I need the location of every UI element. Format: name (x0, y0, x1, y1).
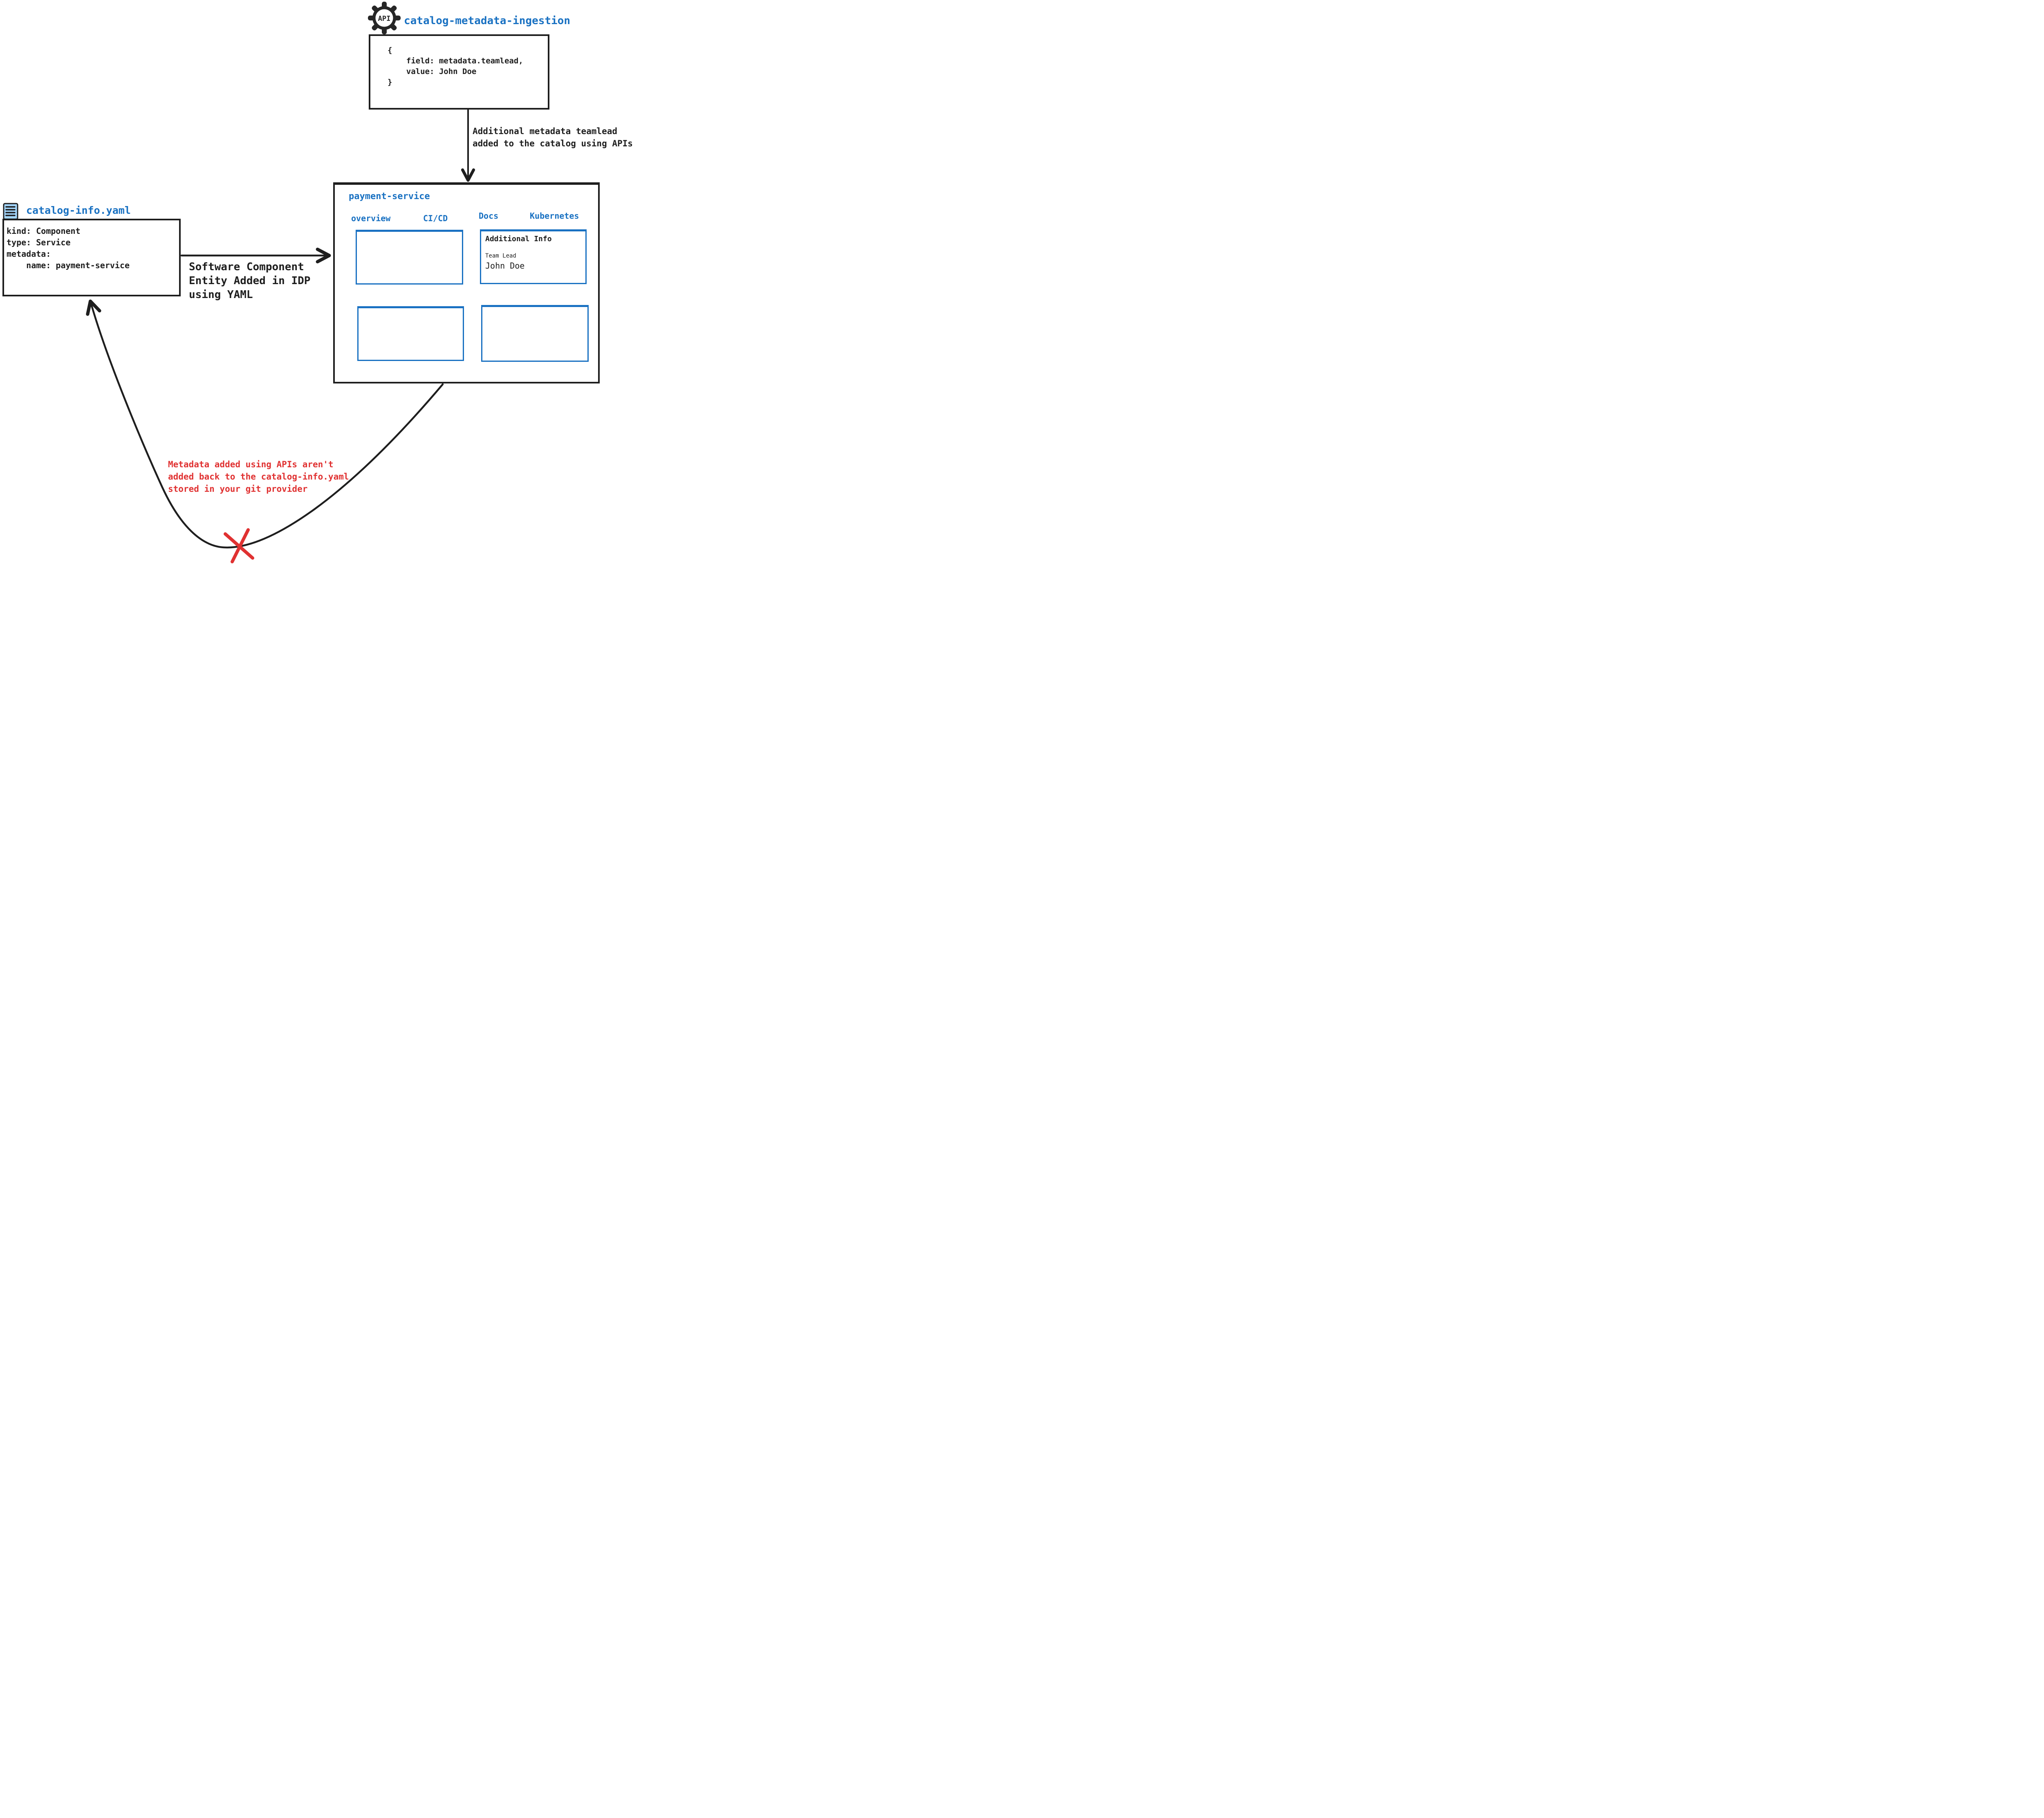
panel-top-left (356, 230, 463, 285)
api-ingestion-title: catalog-metadata-ingestion (404, 15, 570, 27)
tab-overview[interactable]: overview (351, 213, 391, 223)
panel-additional-info: Additional Info Team Lead John Doe (480, 229, 587, 284)
diagram-canvas: API catalog-metadata-ingestion { field: … (0, 0, 641, 564)
api-flow-annotation-line1: Additional metadata teamlead (473, 126, 618, 136)
yaml-flow-label-line2: Entity Added in IDP (189, 275, 311, 287)
yaml-flow-label: Software Component Entity Added in IDP u… (189, 260, 310, 302)
api-flow-annotation: Additional metadata teamlead added to th… (473, 125, 633, 150)
api-gear-label: API (378, 15, 391, 23)
payment-service-window: payment-service overview CI/CD Docs Kube… (333, 182, 600, 383)
window-title: payment-service (349, 191, 430, 202)
panel-bottom-left (357, 306, 464, 361)
warning-note-line1: Metadata added using APIs aren't (168, 460, 334, 469)
yaml-file-icon (3, 203, 18, 220)
api-flow-annotation-line2: added to the catalog using APIs (473, 139, 633, 148)
tab-kubernetes[interactable]: Kubernetes (530, 211, 579, 221)
yaml-flow-label-line1: Software Component (189, 261, 304, 273)
api-payload-box: { field: metadata.teamlead, value: John … (369, 34, 549, 110)
tab-docs[interactable]: Docs (479, 211, 499, 221)
tab-cicd[interactable]: CI/CD (423, 213, 448, 223)
api-gear-icon: API (368, 2, 401, 34)
warning-note: Metadata added using APIs aren't added b… (168, 458, 349, 495)
team-lead-value: John Doe (485, 261, 525, 271)
rejected-cross-icon (224, 528, 254, 563)
yaml-flow-label-line3: using YAML (189, 289, 253, 301)
yaml-code-box: kind: Component type: Service metadata: … (2, 219, 181, 296)
yaml-file-title: catalog-info.yaml (26, 204, 131, 216)
additional-info-heading: Additional Info (485, 235, 552, 243)
team-lead-label: Team Lead (485, 253, 516, 259)
warning-note-line3: stored in your git provider (168, 484, 308, 494)
panel-bottom-right (481, 305, 589, 362)
warning-note-line2: added back to the catalog-info.yaml (168, 472, 349, 482)
